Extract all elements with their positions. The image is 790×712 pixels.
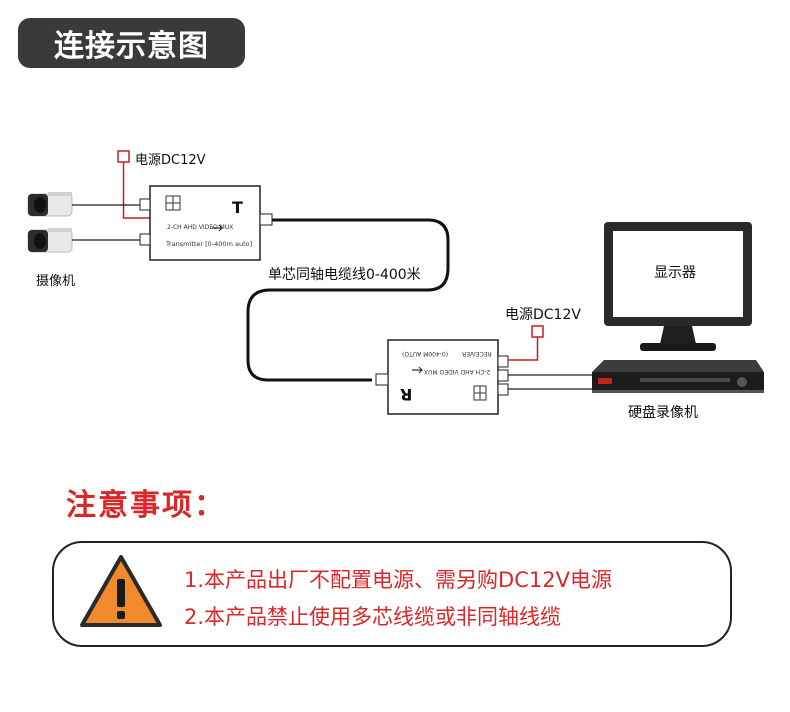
- receiver-subtitle: (0-400M AUTO): [402, 350, 449, 357]
- cable-label: 单芯同轴电缆线0-400米: [268, 267, 421, 283]
- notice-title: 注意事项：: [66, 488, 226, 523]
- receiver-name: RECEIVER: [462, 350, 492, 357]
- wiring-diagram: [27, 150, 764, 415]
- power-label-transmitter: 电源DC12V: [135, 153, 206, 168]
- transmitter-model: 2-CH AHD VIDEO MUX: [167, 224, 234, 231]
- camera-label: 摄像机: [36, 274, 76, 289]
- power-wire-transmitter: [117, 150, 150, 219]
- receiver-model: 2-CH AHD VIDEO MUX: [424, 368, 491, 375]
- warning-icon: [80, 555, 162, 627]
- power-wire-receiver: [508, 325, 544, 361]
- monitor-label: 显示器: [654, 265, 696, 281]
- notice-line-1: 1.本产品出厂不配置电源、需另购DC12V电源: [184, 568, 612, 592]
- notice-box: 1.本产品出厂不配置电源、需另购DC12V电源 2.本产品禁止使用多芯线缆或非同…: [52, 541, 732, 647]
- receiver-box: [375, 339, 509, 415]
- transmitter-subtitle: Transmitter [0-400m auto]: [166, 240, 253, 248]
- monitor-icon: [604, 222, 752, 351]
- transmitter-letter: T: [232, 198, 243, 217]
- camera-2-icon: [27, 228, 73, 253]
- page-title: 连接示意图: [18, 18, 245, 68]
- dvr-icon: [592, 360, 764, 393]
- receiver-letter: R: [400, 385, 413, 404]
- coax-cable: [246, 218, 450, 382]
- dvr-label: 硬盘录像机: [628, 405, 698, 421]
- power-label-receiver: 电源DC12V: [505, 307, 581, 323]
- transmitter-box: [139, 185, 273, 261]
- notice-line-2: 2.本产品禁止使用多芯线缆或非同轴线缆: [184, 605, 562, 629]
- camera-1-icon: [27, 192, 73, 217]
